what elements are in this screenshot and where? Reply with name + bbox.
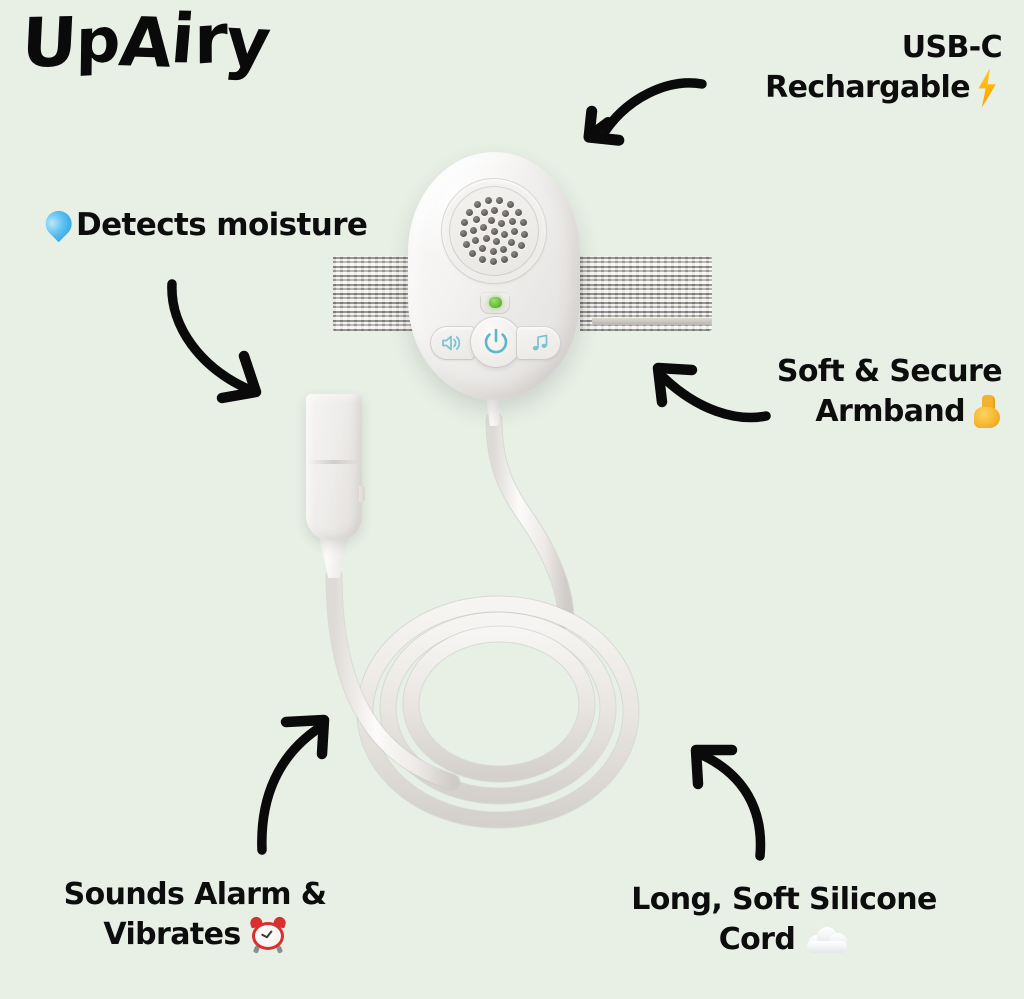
speaker-hole bbox=[500, 246, 508, 254]
speaker-hole bbox=[490, 258, 498, 266]
arrow-soft-secure-armband bbox=[640, 358, 772, 436]
speaker-hole bbox=[498, 219, 506, 227]
arrow-detects-moisture bbox=[158, 278, 280, 410]
callout-cord-line2: Cord bbox=[718, 921, 796, 957]
speaker-hole bbox=[490, 227, 498, 235]
speaker-hole bbox=[521, 230, 529, 238]
callout-usb-c-line1: USB-C bbox=[901, 30, 1003, 65]
speaker-hole bbox=[472, 216, 480, 224]
speaker-hole bbox=[480, 208, 488, 216]
speaker-hole bbox=[501, 230, 509, 238]
music-note-icon bbox=[532, 334, 548, 351]
status-led bbox=[489, 297, 502, 308]
power-button[interactable] bbox=[470, 316, 522, 368]
speaker-hole bbox=[465, 208, 473, 216]
status-led-housing bbox=[480, 292, 510, 314]
speaker-hole bbox=[501, 256, 509, 264]
speaker-hole bbox=[460, 218, 468, 226]
callout-alarm-line1: Sounds Alarm & bbox=[63, 877, 327, 912]
speaker-hole bbox=[508, 238, 516, 246]
callout-soft-secure-armband: Soft & Secure Armband bbox=[776, 352, 1003, 432]
callout-alarm-line2: Vibrates bbox=[103, 916, 241, 952]
speaker-hole bbox=[489, 248, 497, 256]
speaker-hole bbox=[518, 241, 526, 249]
speaker-hole bbox=[459, 230, 467, 238]
speaker-hole bbox=[485, 196, 493, 204]
speaker-hole bbox=[479, 256, 487, 264]
speaker-grille bbox=[449, 186, 539, 276]
speaker-hole bbox=[491, 206, 499, 214]
callout-moisture-line1: Detects moisture bbox=[76, 207, 368, 243]
callout-cord-line2-row: Cord bbox=[610, 920, 958, 960]
armband-strap-right bbox=[580, 256, 712, 331]
speaker-hole bbox=[462, 241, 470, 249]
alarm-device-body bbox=[408, 152, 580, 400]
alarm-clock-emoji bbox=[248, 915, 287, 955]
sensor-clip-nub bbox=[359, 486, 365, 502]
speaker-hole bbox=[511, 228, 519, 236]
speaker-hole bbox=[501, 209, 509, 217]
speaker-hole bbox=[496, 197, 504, 205]
power-icon bbox=[484, 328, 508, 354]
callout-long-soft-silicone-cord: Long, Soft Silicone Cord bbox=[610, 880, 958, 959]
moisture-sensor-clip bbox=[306, 394, 365, 540]
speaker-hole bbox=[469, 250, 477, 258]
speaker-hole bbox=[487, 216, 495, 224]
callout-armband-line2-row: Armband bbox=[777, 392, 1002, 432]
speaker-hole bbox=[511, 250, 519, 258]
speaker-hole bbox=[493, 238, 501, 246]
arrow-usb-c bbox=[572, 72, 708, 154]
cloud-emoji bbox=[805, 924, 849, 954]
callout-detects-moisture: Detects moisture bbox=[40, 205, 368, 246]
callout-usb-c-line2-row: Rechargable bbox=[765, 68, 1002, 108]
callout-moisture-row: Detects moisture bbox=[40, 205, 368, 246]
speaker-hole bbox=[471, 237, 479, 245]
callout-armband-line1: Soft & Secure bbox=[776, 354, 1003, 389]
callout-armband-line2: Armband bbox=[815, 393, 965, 429]
flexed-biceps-emoji bbox=[968, 394, 1002, 429]
speaker-hole bbox=[479, 224, 487, 232]
speaker-hole bbox=[509, 217, 517, 225]
arrow-silicone-cord bbox=[678, 740, 780, 862]
speaker-hole bbox=[507, 201, 515, 209]
music-button[interactable] bbox=[516, 326, 561, 360]
cord-strain-relief bbox=[485, 392, 503, 426]
callout-usb-c-line2: Rechargable bbox=[765, 69, 970, 105]
callout-cord-line1: Long, Soft Silicone bbox=[631, 882, 937, 917]
speaker-hole bbox=[474, 201, 482, 208]
arrow-sounds-alarm bbox=[248, 706, 352, 856]
volume-button[interactable] bbox=[430, 326, 475, 360]
callout-sounds-alarm-vibrates: Sounds Alarm & Vibrates bbox=[44, 875, 346, 955]
speaker-hole bbox=[520, 219, 528, 227]
speaker-volume-icon bbox=[442, 335, 461, 351]
speaker-hole bbox=[479, 245, 487, 253]
speaker-hole bbox=[469, 226, 477, 234]
speaker-grille-ring bbox=[441, 178, 547, 284]
speaker-hole bbox=[482, 235, 490, 243]
callout-usb-c-rechargable: USB-C Rechargable bbox=[765, 28, 1002, 108]
callout-alarm-line2-row: Vibrates bbox=[44, 915, 346, 955]
speaker-hole bbox=[515, 209, 523, 217]
